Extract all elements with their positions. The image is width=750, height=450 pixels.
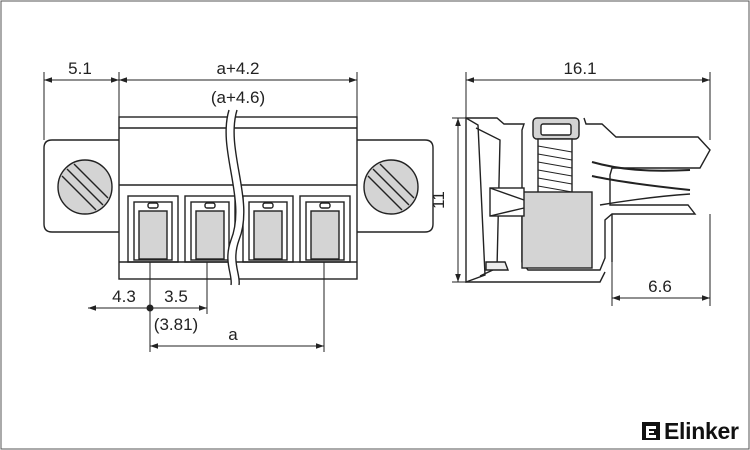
dim-label-edge-offset: 4.3 [112,287,136,306]
dim-label-pitch-alt: (3.81) [154,315,198,334]
dim-label-length: a+4.2 [216,59,259,78]
dim-label-flange-width: 5.1 [68,59,92,78]
terminal-2 [184,195,236,263]
front-dimensions [43,72,358,352]
side-view [465,116,711,284]
dim-label-side-height: 11 [429,191,448,209]
dim-label-side-width: 16.1 [563,59,596,78]
side-clamp [521,191,593,269]
pitch-reference-dot [146,304,154,312]
dim-label-span: a [228,325,238,344]
terminal-4 [299,195,351,263]
side-dimensions [452,72,711,306]
left-screw [57,159,113,215]
dim-label-pitch: 3.5 [164,287,188,306]
dim-label-length-alt: (a+4.6) [211,88,265,107]
side-screw-shaft [537,138,573,200]
brand-logo: Elinker [640,418,739,444]
right-screw [363,159,419,215]
dim-label-side-depth: 6.6 [648,277,672,296]
break-mark [225,109,245,286]
elinker-logo-icon [642,422,660,440]
brand-name: Elinker [664,418,739,444]
front-view [43,109,434,286]
terminal-1 [127,195,179,263]
terminal-3 [242,195,294,263]
